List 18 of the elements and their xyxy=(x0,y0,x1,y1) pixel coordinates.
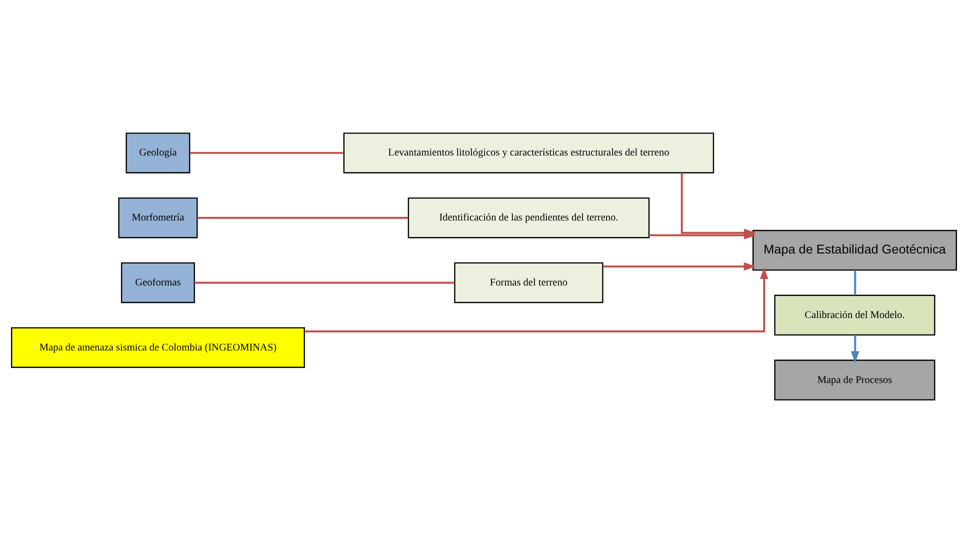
node-box: Mapa de Procesos xyxy=(774,360,936,400)
node-box: Geología xyxy=(126,132,190,174)
node-box: Mapa de Estabilidad Geotécnica xyxy=(752,230,957,271)
connector xyxy=(194,282,455,284)
arrow xyxy=(602,262,756,271)
arrow xyxy=(304,267,768,332)
node-box: Mapa de amenaza sismica de Colombia (INGEOMINAS) xyxy=(11,327,305,368)
connector xyxy=(197,216,408,219)
connector xyxy=(190,152,344,154)
node-box: Identificación de las pendientes del terreno. xyxy=(408,197,650,238)
arrow xyxy=(649,231,756,240)
node-box: Formas del terreno xyxy=(454,262,604,304)
arrow xyxy=(850,334,860,364)
node-box: Morfometría xyxy=(118,197,198,238)
node-box: Geoformas xyxy=(121,262,195,304)
connector xyxy=(854,270,856,296)
node-box: Calibración del Modelo. xyxy=(774,294,936,336)
node-box: Levantamientos litológicos y características estructurales del terreno xyxy=(343,132,714,174)
